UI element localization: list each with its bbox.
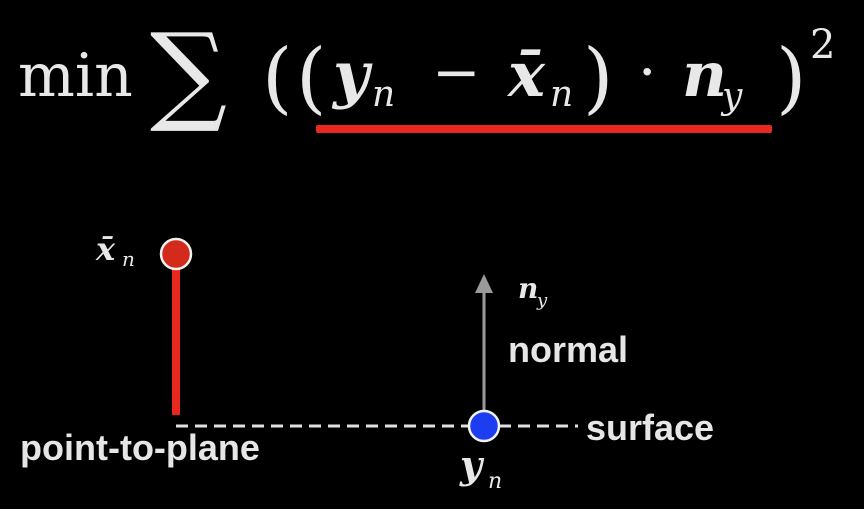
source-point-marker [159, 237, 193, 271]
formula-exponent: 2 [810, 22, 835, 68]
formula-y-subscript: n [372, 74, 395, 115]
formula-y: y [331, 38, 373, 111]
target-point-subscript: n [488, 469, 502, 494]
formula-sum-symbol: ∑ [150, 11, 227, 136]
target-point-label: y [459, 442, 485, 487]
formula-minus: − [432, 38, 481, 106]
surface-label: surface [586, 407, 714, 448]
objective-formula: min ∑ ( ( y n − x̄ n ) · n y ) 2 [18, 11, 835, 136]
method-label: point-to-plane [20, 427, 260, 468]
formula-n: n [682, 38, 727, 111]
formula-open-inner: ( [296, 33, 326, 123]
formula-close-inner: ) [583, 33, 613, 123]
formula-open-outer: ( [262, 33, 292, 123]
normal-symbol: n [518, 272, 538, 305]
residual-underline [316, 125, 772, 133]
source-point-label: x̄ [95, 230, 116, 268]
formula-x-subscript: n [550, 74, 573, 115]
normal-arrow-head [475, 274, 493, 293]
formula-xbar: x̄ [506, 38, 546, 111]
normal-label: normal [508, 329, 628, 370]
formula-close-outer: ) [776, 33, 806, 123]
formula-min: min [18, 41, 133, 111]
normal-symbol-subscript: y [536, 290, 548, 311]
source-point-subscript: n [122, 247, 135, 271]
target-point-marker [467, 409, 501, 443]
formula-dot: · [638, 38, 656, 106]
formula-n-subscript: y [720, 76, 743, 117]
